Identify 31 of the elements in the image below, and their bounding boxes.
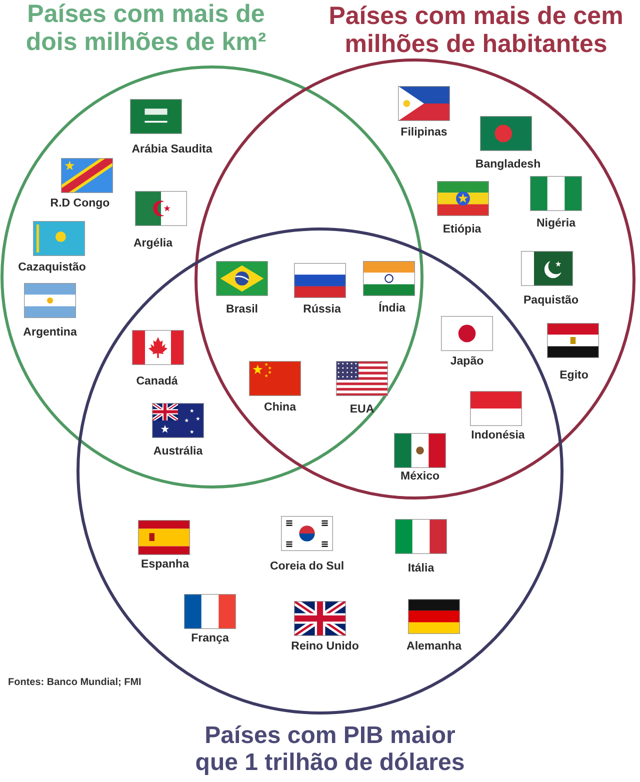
country-name: Argélia — [134, 238, 172, 250]
country-name: Reino Unido — [291, 640, 359, 654]
country-name: EUA — [350, 404, 374, 416]
country-name: Paquistão — [524, 294, 578, 308]
country-name: Espanha — [141, 558, 189, 572]
country-name: Austrália — [153, 446, 203, 458]
country-name: Brasil — [226, 304, 258, 316]
country-name: Etiópia — [442, 224, 482, 236]
set-heading: Países com mais de dois milhões de km² — [24, 0, 268, 56]
country-name: Argentina — [23, 326, 77, 340]
country-name: Itália — [408, 562, 434, 576]
country-name: França — [191, 632, 229, 646]
country-name: Egito — [560, 370, 588, 382]
country-name: Cazaquistão — [18, 262, 86, 274]
country-name: Bangladesh — [475, 158, 541, 172]
country-name: Nigéria — [536, 218, 576, 230]
country-name: Japão — [450, 356, 484, 368]
source-note: Fontes: Banco Mundial; FMI — [8, 676, 142, 689]
country-name: Índia — [378, 302, 406, 316]
country-name: Alemanha — [406, 640, 462, 654]
country-name: Coreia do Sul — [270, 560, 344, 574]
country-name: Canadá — [136, 376, 178, 388]
set-heading: Países com mais de cem milhões de habitantes — [328, 2, 624, 58]
country-name: Filipinas — [400, 126, 448, 140]
country-name: Indonésia — [471, 430, 525, 442]
set-heading: Países com PIB maior que 1 trilhão de dólares — [194, 722, 466, 776]
country-name: R.D Congo — [50, 198, 110, 210]
country-name: Arábia Saudita — [132, 144, 212, 156]
country-name: China — [264, 402, 296, 414]
country-name: México — [400, 470, 440, 484]
country-name: Rússia — [303, 304, 341, 316]
